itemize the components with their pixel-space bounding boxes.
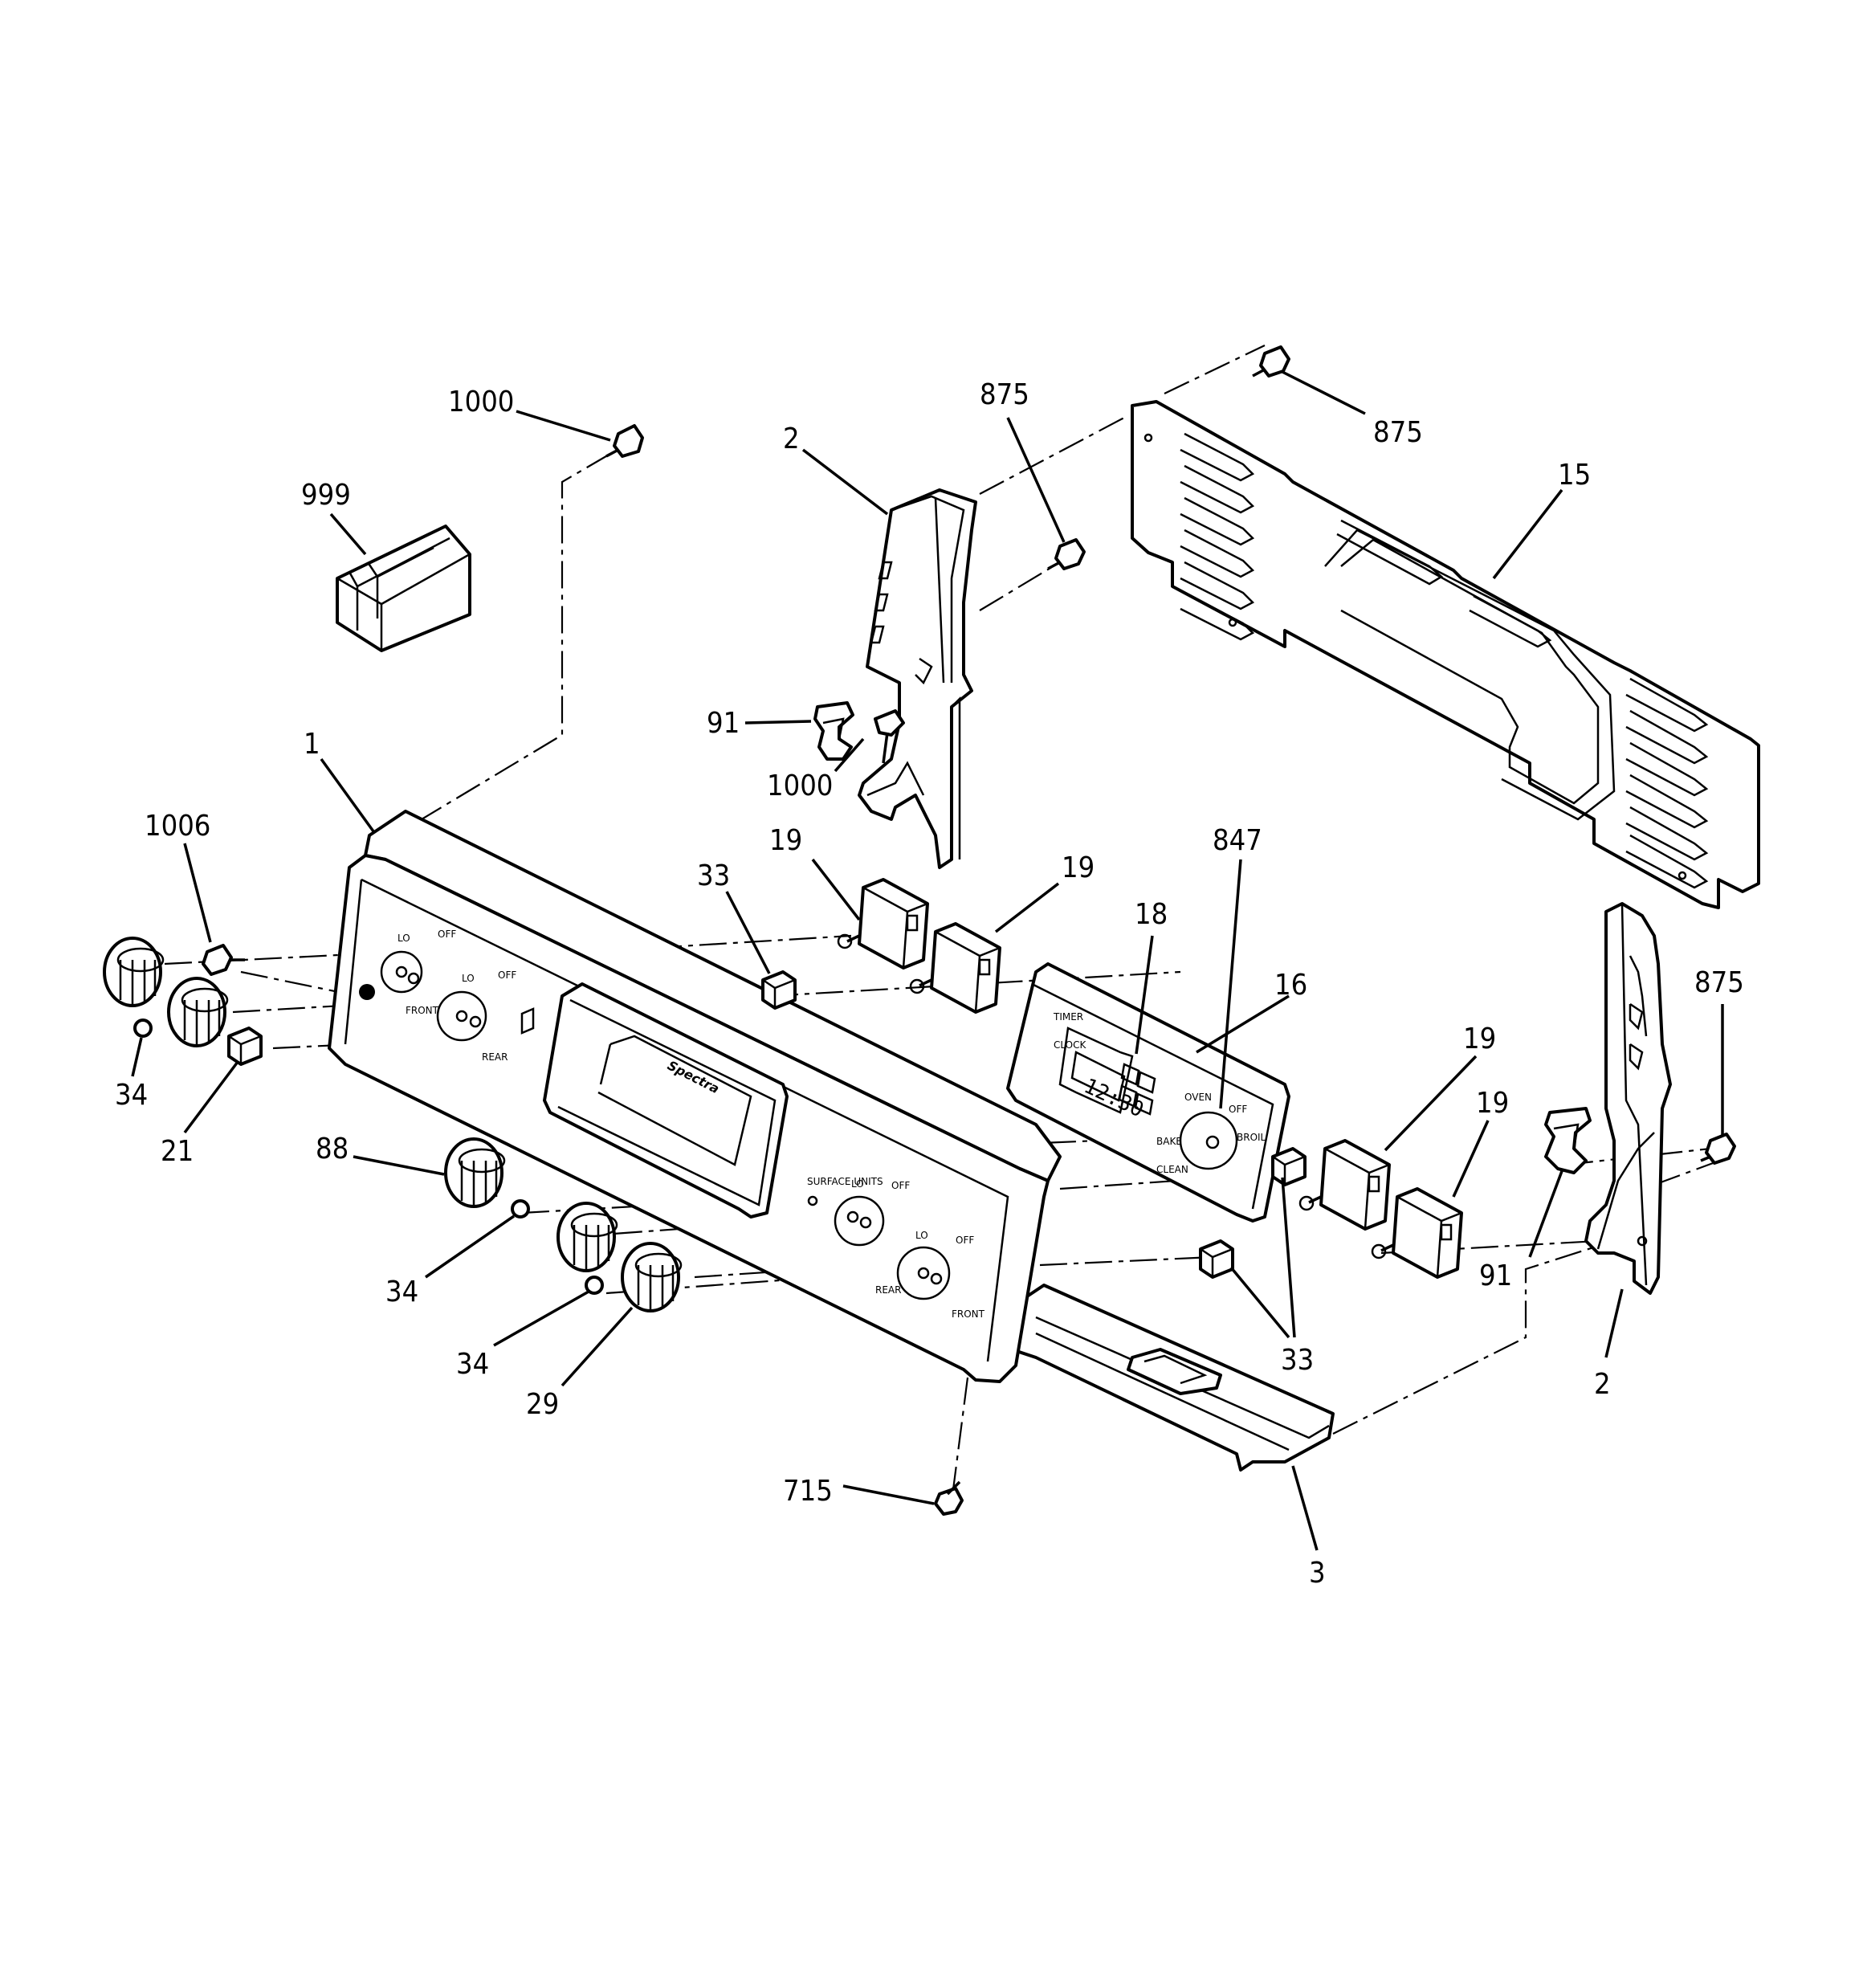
svg-text:LO: LO bbox=[397, 933, 410, 944]
svg-text:REAR: REAR bbox=[875, 1284, 901, 1296]
insert-34-c bbox=[585, 1276, 604, 1295]
callout-91-left: 91 bbox=[707, 707, 740, 740]
vent-slots-right bbox=[1625, 677, 1709, 889]
callout-18: 18 bbox=[1135, 898, 1168, 931]
clip-91-right bbox=[1544, 1107, 1592, 1174]
callout-labels: 1000 999 2 875 875 15 91 1000 1 1006 19 … bbox=[115, 378, 1744, 1590]
callout-34-b: 34 bbox=[385, 1276, 418, 1308]
callout-1: 1 bbox=[304, 728, 320, 761]
svg-text:CLOCK: CLOCK bbox=[1054, 1039, 1086, 1051]
svg-text:CLEAN: CLEAN bbox=[1156, 1164, 1188, 1175]
svg-text:OVEN: OVEN bbox=[1184, 1092, 1212, 1103]
switch-33-top bbox=[761, 970, 797, 1010]
svg-text:REAR: REAR bbox=[482, 1051, 508, 1063]
switch-19-b bbox=[909, 922, 1001, 1014]
callout-847: 847 bbox=[1213, 824, 1262, 857]
literature-box bbox=[336, 525, 471, 652]
screw-875-b bbox=[1047, 538, 1086, 570]
end-bracket-left bbox=[858, 488, 977, 869]
callout-19-d: 19 bbox=[1476, 1087, 1509, 1120]
svg-text:OFF: OFF bbox=[956, 1235, 974, 1246]
svg-text:BAKE: BAKE bbox=[1156, 1136, 1182, 1147]
leader-lines bbox=[131, 369, 1724, 1551]
vent-slots-left bbox=[1180, 432, 1255, 641]
infinite-switches bbox=[837, 878, 1463, 1279]
vent-slots-center bbox=[1336, 519, 1552, 648]
callout-19-c: 19 bbox=[1463, 1023, 1496, 1055]
back-panel bbox=[1131, 400, 1760, 909]
callout-15: 15 bbox=[1558, 459, 1591, 492]
screw-1000-mid bbox=[874, 709, 905, 764]
svg-text:TIMER: TIMER bbox=[1053, 1011, 1083, 1023]
knob-88 bbox=[444, 1137, 506, 1208]
callout-16: 16 bbox=[1274, 969, 1307, 1002]
switch-21 bbox=[227, 1027, 263, 1066]
insert-34-b bbox=[511, 1199, 530, 1219]
switch-33-low bbox=[1199, 1239, 1234, 1279]
callout-19-a: 19 bbox=[769, 824, 802, 857]
knob-inserts bbox=[133, 1018, 604, 1295]
knob-right-upper bbox=[556, 1202, 618, 1272]
callout-91-right: 91 bbox=[1479, 1259, 1512, 1292]
svg-text:OFF: OFF bbox=[438, 929, 456, 940]
svg-text:OFF: OFF bbox=[1229, 1104, 1247, 1115]
switch-19-c bbox=[1298, 1139, 1391, 1231]
screw-875-c bbox=[1700, 1133, 1736, 1165]
callout-999: 999 bbox=[301, 479, 351, 512]
left-dials: LO OFF LO OFF FRONT REAR bbox=[359, 929, 535, 1063]
callout-715: 715 bbox=[783, 1475, 833, 1508]
control-board: CLOCK TIMER 12:30 OVEN OFF BROIL BAKE CL… bbox=[1006, 962, 1290, 1223]
svg-text:OFF: OFF bbox=[498, 970, 516, 981]
svg-text:OFF: OFF bbox=[891, 1180, 910, 1191]
callout-2-left: 2 bbox=[783, 423, 800, 455]
screw-1006 bbox=[202, 944, 245, 976]
callout-19-b: 19 bbox=[1062, 851, 1095, 884]
switch-33-mid bbox=[1271, 1147, 1307, 1186]
callout-21: 21 bbox=[161, 1135, 194, 1168]
callout-1006: 1006 bbox=[145, 810, 210, 843]
svg-text:LO: LO bbox=[915, 1230, 928, 1241]
callout-34-c: 34 bbox=[456, 1348, 489, 1381]
switch-19-a bbox=[837, 878, 929, 970]
callout-875-b: 875 bbox=[1373, 416, 1423, 449]
knob-29 bbox=[621, 1242, 683, 1312]
end-bracket-right bbox=[1584, 902, 1672, 1295]
screw-1000-top bbox=[605, 424, 644, 458]
insert-34-a bbox=[133, 1018, 153, 1038]
callout-34-a: 34 bbox=[115, 1079, 148, 1112]
knob-left-lower bbox=[167, 977, 229, 1047]
callout-3: 3 bbox=[1309, 1557, 1326, 1590]
svg-text:FRONT: FRONT bbox=[952, 1308, 985, 1320]
right-dials: LO OFF LO OFF REAR FRONT SURFACE UNITS bbox=[807, 1176, 985, 1320]
svg-text:LO: LO bbox=[851, 1178, 864, 1190]
screw-715 bbox=[934, 1480, 964, 1516]
callout-875-c: 875 bbox=[1694, 966, 1744, 999]
control-panel: Spectra LO OFF LO OFF FRONT REAR bbox=[328, 810, 1062, 1383]
svg-text:BROIL: BROIL bbox=[1237, 1132, 1266, 1143]
callout-1000-top: 1000 bbox=[448, 386, 514, 418]
indicator-light bbox=[359, 984, 375, 1000]
callout-1000-mid: 1000 bbox=[767, 769, 833, 802]
rocker-switches bbox=[227, 970, 1307, 1279]
svg-text:FRONT: FRONT bbox=[406, 1005, 439, 1016]
callout-29: 29 bbox=[526, 1388, 559, 1421]
callout-875-a: 875 bbox=[980, 378, 1029, 411]
switch-19-d bbox=[1371, 1187, 1463, 1279]
clip-91-left bbox=[813, 701, 854, 761]
svg-text:SURFACE UNITS: SURFACE UNITS bbox=[807, 1176, 883, 1187]
svg-text:LO: LO bbox=[462, 973, 475, 984]
callout-88: 88 bbox=[316, 1133, 349, 1165]
lower-trim bbox=[1010, 1284, 1335, 1472]
callout-2-right: 2 bbox=[1594, 1368, 1611, 1401]
callout-33-bottom: 33 bbox=[1281, 1344, 1314, 1377]
knob-left-upper bbox=[103, 937, 165, 1007]
control-knobs bbox=[103, 937, 683, 1312]
callout-33-top: 33 bbox=[697, 859, 730, 892]
touch-pads bbox=[1118, 1063, 1156, 1116]
